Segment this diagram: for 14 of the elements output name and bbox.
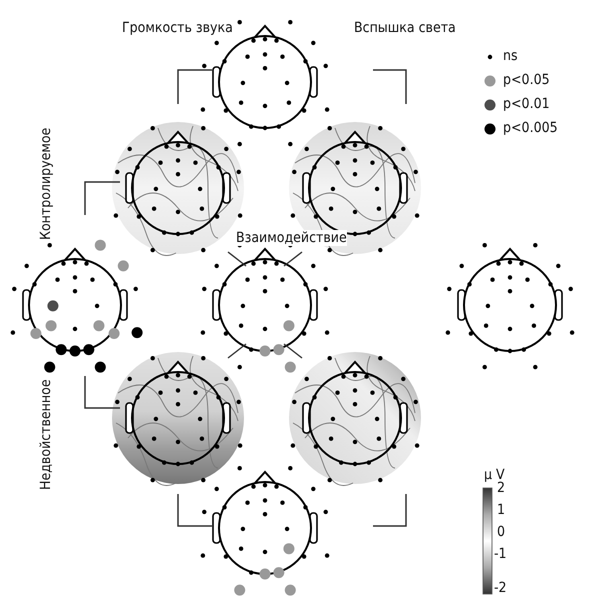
axis-label: Контролируемое bbox=[38, 128, 54, 240]
legend-label: ns bbox=[503, 48, 518, 64]
tick-label: 2 bbox=[497, 480, 506, 496]
axis-label: Вспышка света bbox=[354, 20, 456, 36]
axis-label: Недвойственное bbox=[38, 379, 54, 490]
tick-label: 1 bbox=[497, 502, 506, 518]
tick-label: 0 bbox=[497, 524, 506, 540]
legend-label: p<0.05 bbox=[503, 72, 550, 88]
unit-label: μ V bbox=[484, 467, 505, 483]
tick-label: -1 bbox=[494, 546, 507, 562]
tick-label: -2 bbox=[494, 580, 507, 596]
legend-label: p<0.005 bbox=[503, 120, 558, 136]
legend-label: p<0.01 bbox=[503, 96, 550, 112]
axis-label: Громкость звука bbox=[122, 20, 233, 36]
